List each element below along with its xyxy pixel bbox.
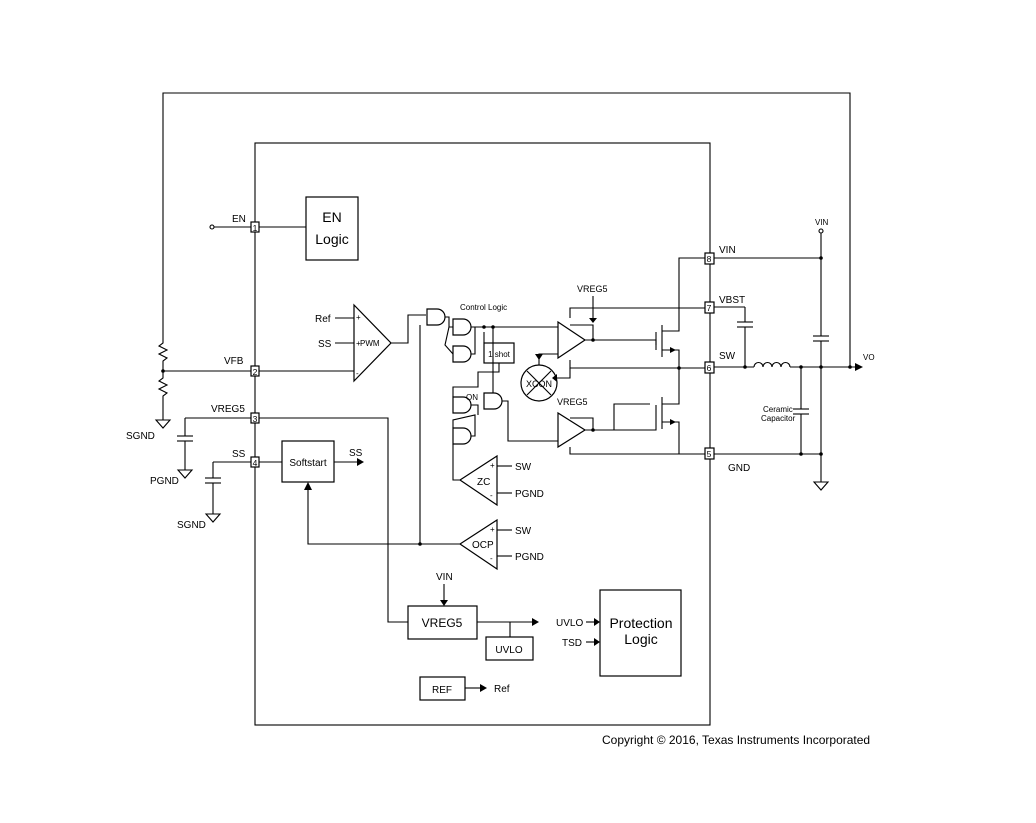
cap-label-line1: Ceramic <box>763 405 793 414</box>
softstart-label: Softstart <box>289 458 326 469</box>
vout-label: VO <box>863 353 875 362</box>
svg-text:+: + <box>490 461 495 470</box>
and-gate-1 <box>426 308 446 326</box>
sgnd2-label: SGND <box>177 520 206 531</box>
svg-text:-: - <box>490 491 493 500</box>
pin3-name: VREG5 <box>211 404 245 415</box>
pin7-name: VBST <box>719 295 745 306</box>
sgnd1-label: SGND <box>126 431 155 442</box>
and-gate-on <box>483 392 503 410</box>
pin2-num: 2 <box>253 367 258 377</box>
vreg5-block-label: VREG5 <box>422 616 463 630</box>
uvlo-block-label: UVLO <box>495 645 522 656</box>
ref-output-label: Ref <box>494 684 510 695</box>
high-side-driver <box>557 320 587 360</box>
feedback-loop-wire <box>162 92 851 367</box>
pwm-ref-input: Ref <box>315 314 331 325</box>
one-shot-label: 1 shot <box>488 350 511 359</box>
inductor <box>753 361 791 368</box>
vin-ext-label: VIN <box>815 218 829 227</box>
pwm-ss-input: SS <box>318 339 332 350</box>
uvlo-input-label: UVLO <box>556 618 583 629</box>
pin4-name: SS <box>232 449 246 460</box>
protection-line1: Protection <box>609 615 672 631</box>
softstart-ss-out: SS <box>349 448 363 459</box>
protection-logic-block <box>599 589 682 677</box>
pin6-name: SW <box>719 351 736 362</box>
en-logic-line1: EN <box>322 209 341 225</box>
pgnd-ground <box>176 469 194 479</box>
vreg5-mid-label: VREG5 <box>557 397 588 407</box>
en-logic-line2: Logic <box>315 231 348 247</box>
vreg5-block <box>407 605 478 640</box>
resistor-bottom <box>157 371 169 420</box>
ocp-comparator <box>458 518 498 571</box>
xcon-label: XCON <box>526 379 552 389</box>
on-label: ON <box>466 393 478 402</box>
pin3-num: 3 <box>253 414 258 424</box>
protection-line2: Logic <box>624 631 657 647</box>
low-side-driver <box>557 411 587 449</box>
en-logic-block <box>305 196 359 261</box>
tsd-input-label: TSD <box>562 638 582 649</box>
pin7-num: 7 <box>707 303 712 313</box>
svg-text:+: + <box>356 339 361 348</box>
cap-label-line2: Capacitor <box>761 414 796 423</box>
ref-block-label: REF <box>432 685 452 696</box>
zc-pgnd-input: PGND <box>515 489 544 500</box>
pgnd-label: PGND <box>150 476 179 487</box>
vreg5-top-label: VREG5 <box>577 284 608 294</box>
pin1-name: EN <box>232 214 246 225</box>
pin8-name: VIN <box>719 245 736 256</box>
svg-text:+: + <box>356 313 361 322</box>
pin6-num: 6 <box>707 363 712 373</box>
ocp-label: OCP <box>472 540 494 551</box>
svg-text:+: + <box>490 525 495 534</box>
ic-outline <box>254 142 711 726</box>
svg-text:-: - <box>490 554 493 563</box>
uvlo-block <box>485 636 534 661</box>
en-terminal <box>209 224 215 230</box>
pin1-num: 1 <box>253 223 258 233</box>
pwm-label: PWM <box>360 339 380 348</box>
zc-sw-input: SW <box>515 462 532 473</box>
zc-comparator <box>458 454 498 507</box>
out-ground <box>812 481 830 491</box>
vreg5-vin-label: VIN <box>436 572 453 583</box>
control-logic-label: Control Logic <box>460 303 507 312</box>
sgnd1-ground <box>154 419 172 429</box>
pin5-num: 5 <box>707 449 712 459</box>
ocp-pgnd-input: PGND <box>515 552 544 563</box>
svg-text:-: - <box>356 369 359 378</box>
pin5-name: GND <box>728 463 750 474</box>
ocp-sw-input: SW <box>515 526 532 537</box>
pin2-name: VFB <box>224 356 244 367</box>
zc-label: ZC <box>477 477 490 488</box>
pin8-num: 8 <box>707 254 712 264</box>
pin4-num: 4 <box>253 458 258 468</box>
sgnd2-ground <box>204 513 222 523</box>
resistor-top <box>157 339 169 371</box>
copyright: Copyright © 2016, Texas Instruments Inco… <box>602 733 870 747</box>
